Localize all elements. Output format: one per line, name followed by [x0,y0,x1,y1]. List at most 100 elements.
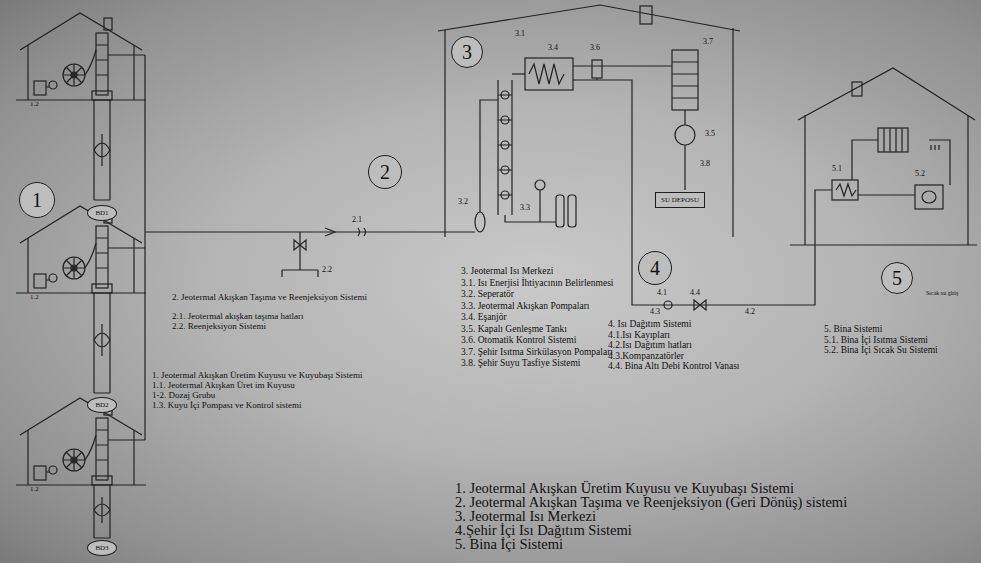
heat-center-building-stroke [684,145,685,190]
node-text: BD2 [95,402,108,409]
heat-center-building-stroke [675,125,695,145]
legend-text: 1. Jeotermal Akışkan Üretim Kuyusu ve Ku… [152,371,362,380]
consumer-building [790,68,977,245]
legend-text: 3.5. Kapalı Genleşme Tankı [461,325,567,335]
well-casings-stroke [94,324,110,356]
legend-text: 5. Bina İçi Sistemi [455,537,563,552]
node-text: 1 [32,190,42,210]
heat-center-building-stroke [556,195,564,227]
consumer-building-stroke [832,180,858,200]
legend-text: 3.1. Isı Enerjisi İhtiyacının Belirlenme… [461,279,614,289]
legend-text: 4.4. Bina Altı Debi Kontrol Vanası [608,362,740,372]
callout-number: 4.3 [650,308,660,316]
heat-center-building-stroke [573,65,672,66]
well-label-oval: BD1 [87,205,117,221]
legend-text: 4.2.Isı Dağıtım hatları [608,341,692,351]
legend-text: 5. Bina Sistemi [824,325,882,335]
transport-pipes-stroke [325,228,335,236]
well-casings-stroke [94,497,110,523]
node-text: SU DEPOSU [661,197,699,204]
legend-text: 3. Jeotermal Isı Merkezi [461,267,553,277]
well-casings-stroke [94,134,110,166]
heat-center-building-stroke [498,80,512,215]
legend-text: 3.2. Seperatör [461,290,514,300]
consumer-building-stroke [790,244,977,245]
legend-text: 5.2. Bina İçi Sıcak Su Sistemi [824,346,938,356]
callout-number: 4.1 [657,289,667,297]
callout-number: 3.4 [548,44,558,52]
heat-center-building-stroke [501,166,509,174]
legend-text: 2. Jeotermal Akışkan Taşıma ve Reenjeksi… [172,293,377,302]
legend-text: 3.3. Jeotermal Akışkan Pompaları [461,302,590,312]
transport-pipes-stroke [145,55,475,440]
heat-center-building-stroke [732,28,733,237]
callout-circle: 4 [638,251,672,285]
heat-center-building-stroke [529,64,564,84]
consumer-building-stroke [804,115,805,245]
well-houses-stroke [16,13,146,100]
consumer-building-stroke [852,140,878,180]
legend-text: 3.8. Şehir Suyu Tasfiye Sistemi [461,359,581,369]
callout-number: 1.2 [30,101,39,108]
legend-text: 3.4. Eşanjör [461,313,507,323]
callout-number: 3.2 [458,198,468,206]
consumer-building-stroke [915,185,943,209]
transport-pipes-stroke [358,228,366,236]
distribution-pipes [573,80,832,310]
callout-number: 2.1 [352,216,362,224]
node-text: BD3 [95,545,108,552]
callout-circle: 5 [881,262,913,294]
callout-number: 3.1 [515,30,525,38]
callout-number: 3.5 [705,130,715,138]
transport-pipes-stroke [282,232,318,277]
legend-text: 3.7. Şehir Isıtma Sirkülasyon Pompaları [461,348,613,358]
callout-number: 2.2 [322,266,332,274]
well-houses [16,13,146,485]
heat-center-building-stroke [501,91,509,99]
well-casings-stroke [94,485,110,538]
legend-text: 1-2. Dozaj Grubu [152,391,215,400]
heat-center-building-stroke [505,215,556,222]
consumer-building-stroke [858,194,915,195]
heat-center-building-stroke [539,190,540,222]
callout-circle: 3 [451,36,483,68]
callout-number: 5.1 [832,165,842,173]
legend-text: 2.2. Reenjeksiyon Sistemi [172,322,266,331]
well-casings [94,100,110,538]
heat-center-building-stroke [438,5,740,31]
callout-number: 3.8 [700,160,710,168]
consumer-building-stroke [836,184,856,196]
legend-text: 4.3.Kompanzatörler [608,352,684,362]
heat-center-building-stroke [512,73,525,74]
consumer-building-stroke [878,128,908,152]
legend-text: 4. Isı Dağıtım Sistemi [608,320,691,330]
transport-pipes-stroke [294,240,306,250]
callout-number: 1.2 [30,294,39,301]
consumer-building-stroke [798,68,975,120]
callout-circle: 2 [368,155,402,189]
consumer-building-stroke [884,128,902,152]
heat-center-building-stroke [501,141,509,149]
legend-text: 1.3. Kuyu İçi Pompası ve Kontrol sistemi [152,401,302,410]
callout-number: 5.2 [915,170,925,178]
heat-center-building-stroke [535,180,545,190]
well-casings-stroke [94,100,110,200]
heat-center-building-stroke [480,100,498,212]
node-text: BD1 [95,210,108,217]
node-text: 5 [892,268,902,288]
legend-text: 1. Jeotermal Akışkan Üretim Kuyusu ve Ku… [455,481,794,496]
consumer-building-stroke [922,191,936,203]
legend-text: 3. Jeotermal Isı Merkezi [455,509,596,524]
heat-center-building-stroke [672,50,698,110]
node-text: 4 [650,258,660,278]
consumer-building-stroke [967,115,968,245]
callout-circle: 1 [19,182,55,218]
water-tank-box: SU DEPOSU [655,192,705,208]
callout-number: 3.6 [590,44,600,52]
legend-text: 1.1. Jeotermal Akışkan Üret im Kuyusu [152,381,295,390]
node-text: 3 [462,42,472,62]
consumer-building-stroke [852,82,862,96]
callout-number: 4.2 [745,308,755,316]
heat-center-building-stroke [444,30,445,237]
distribution-pipes-stroke [573,80,832,305]
